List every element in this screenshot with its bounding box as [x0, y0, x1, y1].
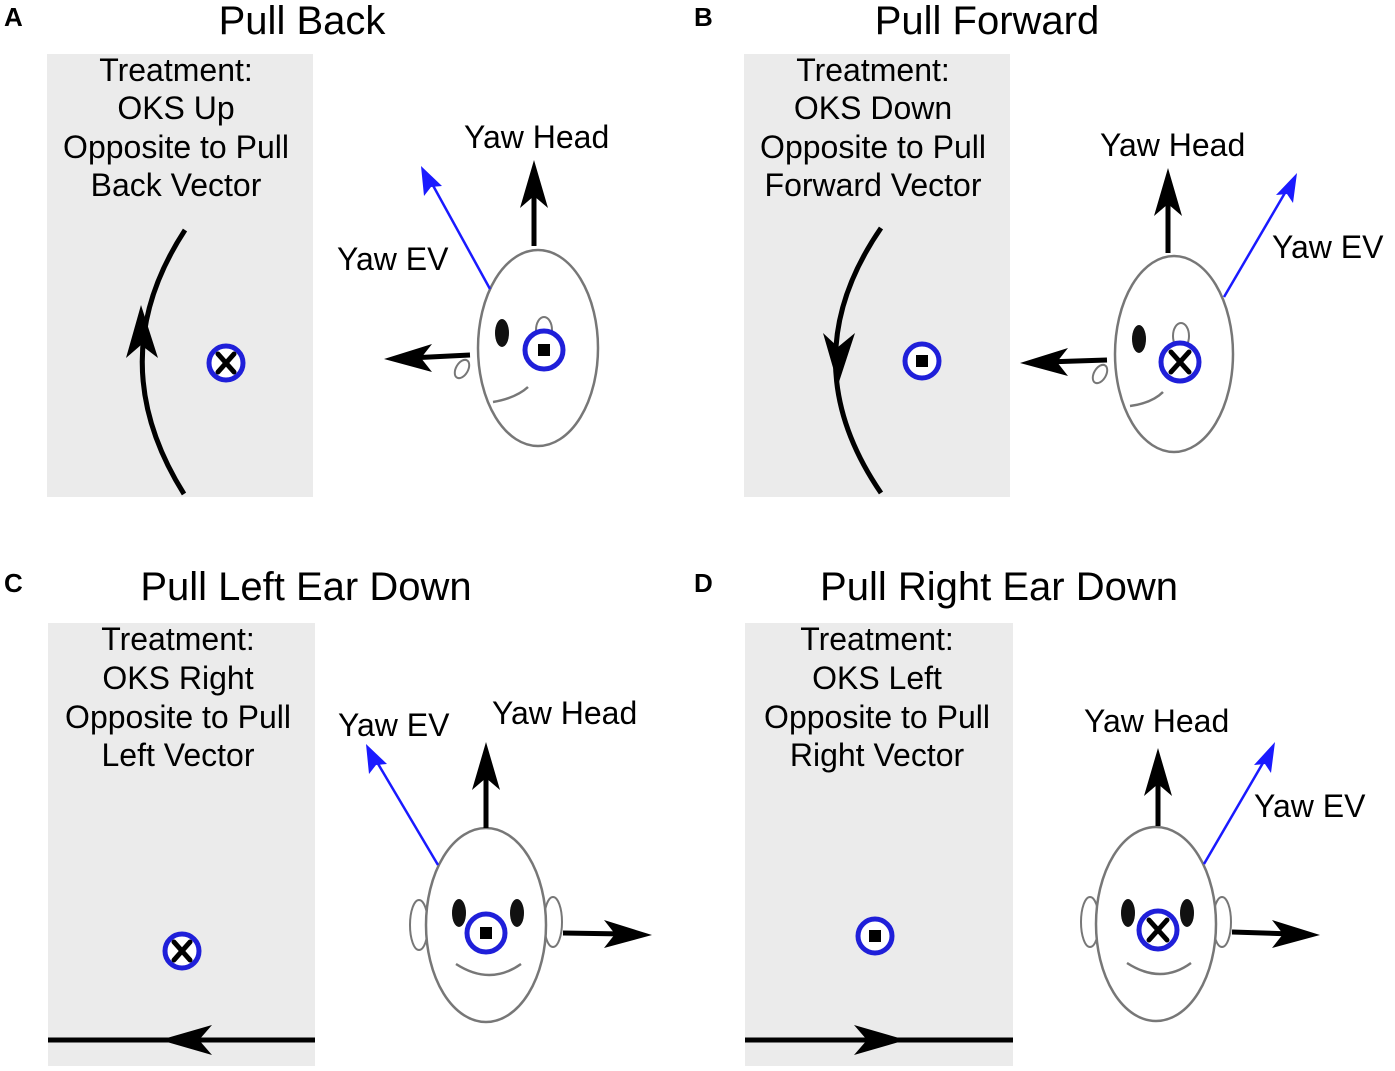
panel-c-oks-arrowhead — [160, 1025, 212, 1055]
panel-c-mouth — [455, 962, 522, 977]
panel-c-pull-arrow — [562, 930, 626, 937]
panel-a-oks-arc — [139, 228, 188, 496]
panel-b-out-of-page-symbol — [902, 341, 942, 381]
panel-a-out-of-page-dot — [538, 344, 550, 356]
panel-a: A Pull Back Treatment: OKS Up Opposite t… — [4, 0, 609, 497]
panel-b-mouth — [1129, 391, 1164, 408]
panel-a-yaw-ev-arrow — [428, 179, 492, 290]
panel-c-treatment-box — [48, 623, 315, 1066]
panel-d-yaw-ev-label: Yaw EV — [1254, 788, 1366, 824]
panel-d-treatment-line-3: Opposite to Pull — [764, 699, 990, 735]
panel-d-left-eye — [1121, 899, 1135, 927]
panel-c-letter: C — [4, 568, 23, 598]
panel-d-treatment-box — [745, 623, 1013, 1066]
panel-d-right-eye — [1180, 899, 1194, 927]
panel-b-treatment-line-3: Opposite to Pull — [760, 129, 986, 165]
panel-d-head — [1080, 825, 1232, 1023]
panel-b: B Pull Forward Treatment: OKS Down Oppos… — [694, 0, 1384, 497]
panel-d: D Pull Right Ear Down Treatment: OKS Lef… — [694, 565, 1366, 1066]
panel-d-letter: D — [694, 568, 713, 598]
panel-a-yaw-head-label: Yaw Head — [464, 119, 609, 155]
panel-b-treatment-line-2: OKS Down — [794, 90, 952, 126]
panel-d-yaw-ev-arrow — [1202, 755, 1269, 865]
panel-a-treatment-line-3: Opposite to Pull — [63, 129, 289, 165]
panel-d-pull-arrowhead — [1272, 920, 1320, 948]
panel-c-out-of-page-dot — [480, 927, 492, 939]
panel-d-out-of-page-symbol — [855, 916, 895, 956]
panel-b-oks-arrowhead — [823, 333, 855, 385]
panel-a-ear — [453, 358, 471, 380]
panel-b-yaw-ev-arrowhead — [1276, 173, 1297, 203]
panel-b-ear — [1091, 363, 1109, 385]
panel-c-head — [409, 826, 563, 1024]
panel-c-yaw-ev-label: Yaw EV — [338, 707, 450, 743]
panel-d-treatment-line-4: Right Vector — [790, 737, 965, 773]
panel-c-treatment-line-1: Treatment: — [101, 621, 255, 657]
panel-d-title: Pull Right Ear Down — [820, 565, 1178, 609]
panel-b-yaw-ev-label: Yaw EV — [1272, 229, 1384, 265]
panel-b-treatment-line-4: Forward Vector — [765, 167, 982, 203]
panel-d-yaw-head-label: Yaw Head — [1084, 703, 1229, 739]
panel-c-pull-arrowhead — [604, 920, 652, 948]
panel-d-treatment-line-1: Treatment: — [800, 621, 954, 657]
panel-a-eye — [495, 319, 509, 347]
panel-c-title: Pull Left Ear Down — [140, 565, 471, 609]
panel-a-treatment-box — [47, 54, 313, 497]
panel-a-treatment-line-1: Treatment: — [99, 52, 253, 88]
panel-c-treatment-line-3: Opposite to Pull — [65, 699, 291, 735]
panel-a-treatment-line-4: Back Vector — [91, 167, 262, 203]
panel-d-into-page-symbol — [1136, 908, 1180, 952]
panel-d-pull-arrow — [1231, 929, 1293, 937]
panel-b-yaw-head-arrowhead — [1154, 168, 1182, 216]
panel-a-yaw-head-arrowhead — [520, 160, 548, 208]
panel-b-treatment-box — [744, 54, 1010, 497]
panel-c-yaw-head-arrowhead — [472, 742, 500, 790]
panel-a-head — [453, 248, 600, 448]
panel-d-mouth — [1126, 961, 1192, 976]
panel-c: C Pull Left Ear Down Treatment: OKS Righ… — [4, 565, 652, 1066]
panel-b-yaw-ev-arrow — [1222, 185, 1291, 298]
panel-a-title: Pull Back — [219, 0, 387, 43]
panel-b-head — [1091, 254, 1235, 454]
panel-c-treatment-line-2: OKS Right — [102, 660, 253, 696]
panel-c-yaw-ev-arrowhead — [366, 744, 387, 774]
panel-d-yaw-ev-arrowhead — [1254, 742, 1275, 773]
panel-c-right-eye — [510, 899, 524, 927]
panel-b-pull-arrowhead — [1020, 348, 1068, 376]
panel-a-yaw-ev-arrowhead — [421, 166, 442, 196]
panel-c-into-page-symbol — [162, 931, 202, 971]
panel-a-mouth — [492, 386, 529, 404]
panel-d-oks-arrowhead — [854, 1025, 906, 1055]
panel-a-letter: A — [4, 2, 23, 32]
panel-b-letter: B — [694, 2, 713, 32]
panel-a-into-page-symbol — [206, 343, 246, 383]
panel-a-pull-arrowhead — [384, 344, 432, 372]
panel-a-treatment-line-2: OKS Up — [117, 90, 234, 126]
panel-a-yaw-ev-label: Yaw EV — [337, 241, 449, 277]
panel-d-yaw-head-arrowhead — [1144, 748, 1172, 796]
panel-b-yaw-head-label: Yaw Head — [1100, 127, 1245, 163]
panel-c-yaw-ev-arrow — [372, 756, 440, 866]
panel-c-yaw-head-label: Yaw Head — [492, 695, 637, 731]
panel-b-treatment-line-1: Treatment: — [796, 52, 950, 88]
panel-b-into-page-symbol — [1158, 340, 1202, 384]
panel-c-treatment-line-4: Left Vector — [102, 737, 255, 773]
panel-b-eye — [1132, 325, 1146, 353]
panel-d-treatment-line-2: OKS Left — [812, 660, 942, 696]
panel-a-oks-arrowhead — [126, 305, 158, 358]
panel-b-title: Pull Forward — [875, 0, 1100, 43]
panel-c-left-eye — [452, 899, 466, 927]
